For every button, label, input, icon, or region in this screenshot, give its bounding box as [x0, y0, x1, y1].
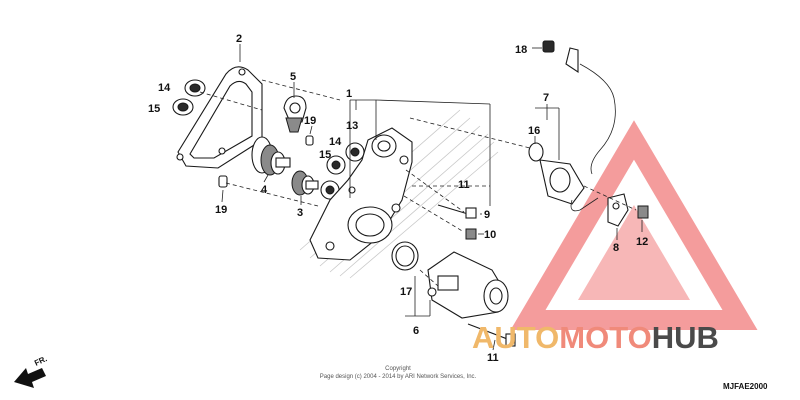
callout-2: 2: [236, 33, 242, 45]
callout-6: 6: [413, 325, 419, 337]
callout-3: 3: [297, 207, 303, 219]
copyright-line-2: Page design (c) 2004 - 2014 by ARI Netwo…: [320, 374, 477, 380]
watermark-hub: HUB: [652, 320, 719, 355]
watermark-triangle-outer: [510, 120, 758, 330]
callout-5: 5: [290, 71, 296, 83]
copyright-line-1: Copyright: [385, 366, 411, 372]
callout-11-bottom: 11: [487, 352, 499, 364]
callout-17: 17: [400, 286, 412, 298]
front-direction-indicator: FR.: [14, 354, 49, 388]
callout-18: 18: [515, 44, 527, 56]
callouts: 1 2 3 4 5 6 7 8 9 10 11 11 12 13 14 14 1…: [148, 33, 648, 364]
callout-13: 13: [346, 120, 358, 132]
bearing-part-14-left[interactable]: [184, 79, 206, 97]
callout-9: 9: [484, 209, 490, 221]
gear-part-5[interactable]: [283, 95, 307, 133]
gear-part-4[interactable]: [251, 136, 291, 176]
callout-14-mid: 14: [329, 136, 342, 148]
diagram-code: MJFAE2000: [723, 382, 768, 391]
watermark-auto: AUTO: [472, 320, 559, 355]
bolt-part-18[interactable]: [542, 40, 555, 53]
callout-8: 8: [613, 242, 619, 254]
callout-15-left: 15: [148, 103, 160, 115]
o-ring-part-17[interactable]: [391, 241, 419, 271]
bracket-part-8[interactable]: [607, 193, 629, 227]
copyright-block: Copyright Page design (c) 2004 - 2014 by…: [320, 366, 477, 380]
callout-15-mid: 15: [319, 149, 331, 161]
motor-part-6[interactable]: [427, 251, 509, 319]
bearing-part-14-mid[interactable]: [326, 155, 346, 175]
bolt-part-11[interactable]: [467, 323, 516, 347]
leader-lines: [221, 44, 643, 351]
callout-10: 10: [484, 229, 496, 241]
svg-text:AUTOMOTOHUB: AUTOMOTOHUB: [472, 320, 719, 355]
bolt-part-9[interactable]: [437, 204, 477, 219]
assembly-lines: [199, 79, 637, 287]
bearing-part-15-left[interactable]: [172, 98, 194, 116]
callout-11-top: 11: [458, 179, 470, 191]
watermark-triangle-inner: [578, 205, 690, 300]
sensor-part-7[interactable]: [528, 142, 599, 212]
callout-1: 1: [346, 88, 352, 100]
dowel-pin-part-19-bottom[interactable]: [218, 175, 228, 188]
callout-19-bottom: 19: [215, 204, 227, 216]
front-arrow-icon: [14, 368, 46, 388]
front-label: FR.: [33, 354, 48, 368]
dowel-pin-part-19-top[interactable]: [305, 135, 314, 146]
callout-14-left: 14: [158, 82, 171, 94]
gasket-part-2[interactable]: [176, 66, 263, 169]
callout-7: 7: [543, 92, 549, 104]
bolt-part-12[interactable]: [637, 205, 649, 219]
watermark-text: AUTOMOTOHUB: [472, 320, 719, 355]
callout-16: 16: [528, 125, 540, 137]
bolt-part-10[interactable]: [465, 228, 477, 240]
gear-part-3[interactable]: [291, 170, 319, 196]
wire-harness[interactable]: [565, 47, 616, 175]
callout-4: 4: [261, 184, 268, 196]
watermark-moto: MOTO: [559, 320, 651, 355]
bearing-part-13[interactable]: [345, 142, 365, 162]
callout-19-top: 19: [304, 115, 316, 127]
housing-part-1[interactable]: [309, 127, 413, 261]
watermark-logo: [510, 120, 758, 330]
callout-12: 12: [636, 236, 648, 248]
